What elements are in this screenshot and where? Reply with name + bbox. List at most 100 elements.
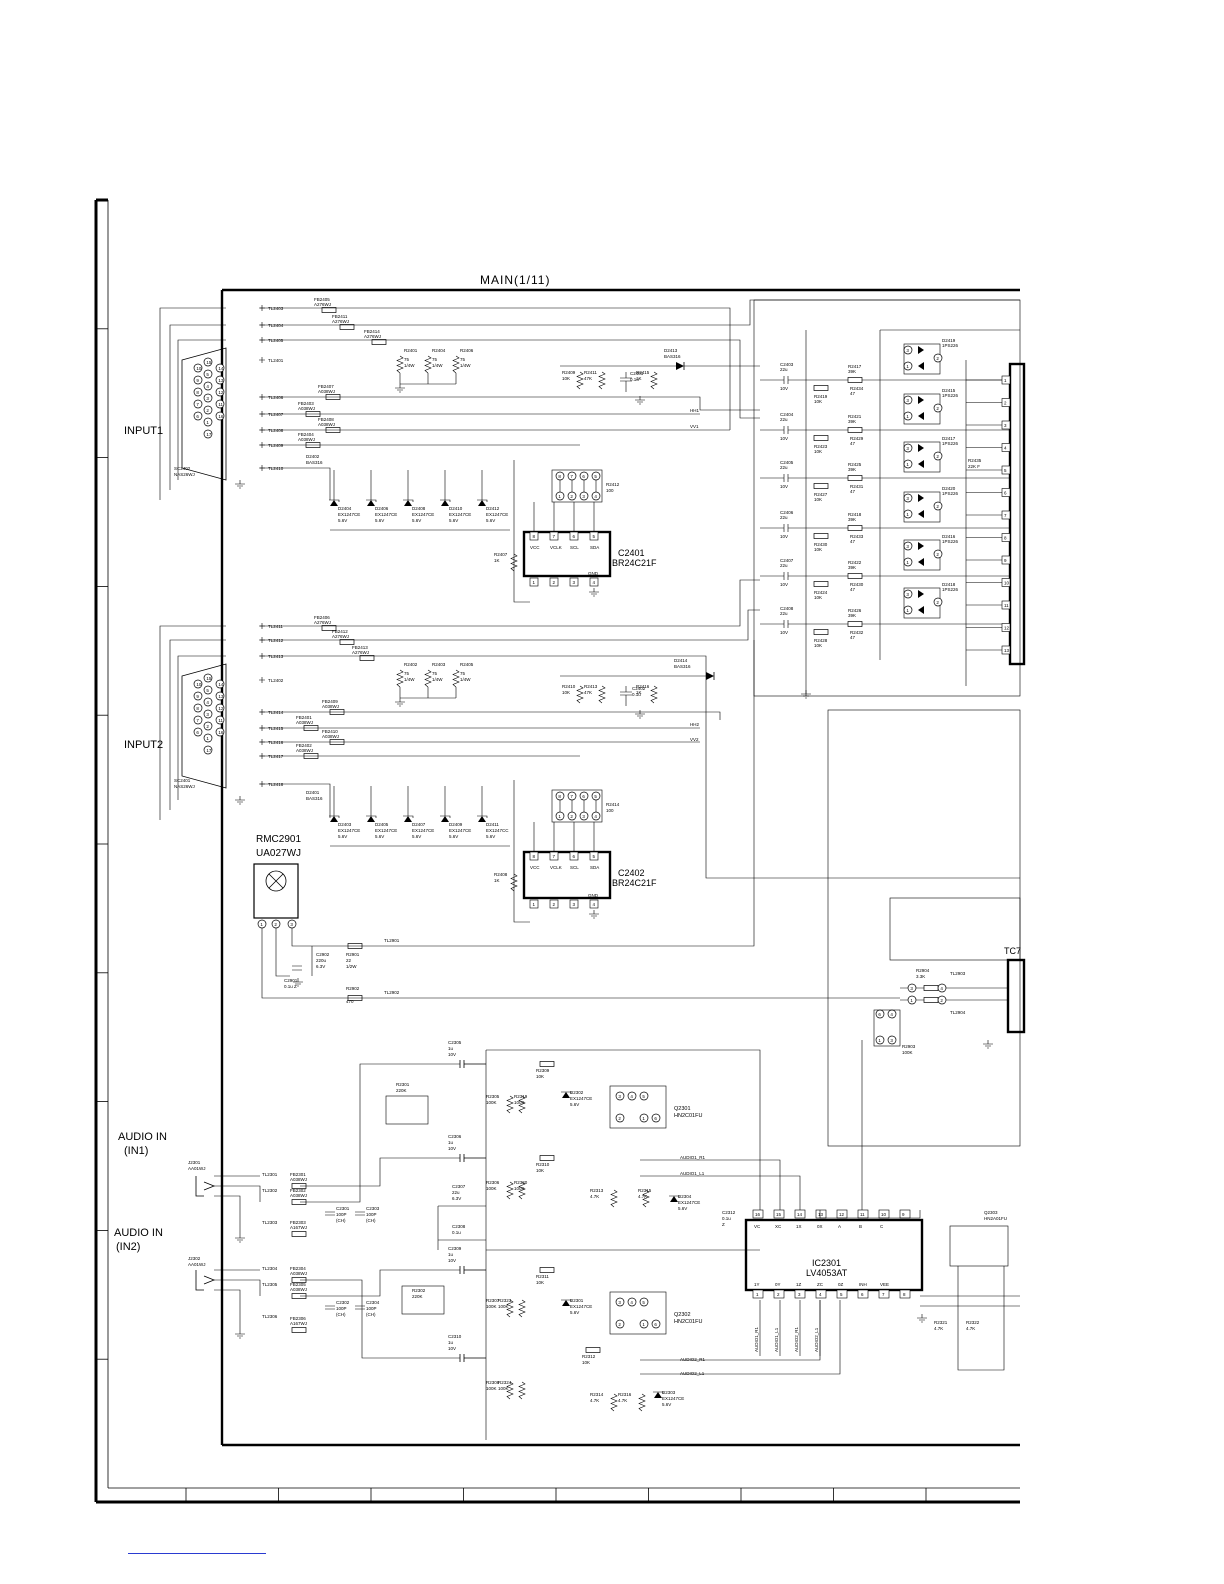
cap-val: 22u bbox=[780, 563, 788, 568]
resistor-val: 47 bbox=[850, 587, 856, 592]
resistor-val: 10K bbox=[814, 547, 822, 552]
diode-ref: D2415 bbox=[942, 388, 956, 393]
eeprom-pin-num: 8 bbox=[533, 534, 536, 539]
resistor-val: 39K bbox=[848, 565, 856, 570]
bias-resistor bbox=[642, 1189, 650, 1208]
dsub-pin bbox=[203, 673, 213, 683]
test-point-label: TL2417 bbox=[268, 754, 284, 759]
eeprom-pin-bottom bbox=[529, 577, 539, 587]
resistor-ref: R2419 bbox=[814, 394, 828, 399]
tl2901: TL2901 bbox=[384, 938, 400, 943]
coupling-capacitor bbox=[459, 1060, 486, 1068]
ic-pin-num: 14 bbox=[797, 1212, 803, 1217]
diode-pin bbox=[903, 395, 913, 405]
dsub-pin bbox=[203, 381, 213, 391]
zener-voltage: 5.6V bbox=[375, 518, 384, 523]
connector-pin-num: 10 bbox=[1004, 581, 1010, 586]
resistor-val: 1K bbox=[494, 558, 500, 563]
cap-val: 22u bbox=[780, 367, 788, 372]
ferrite-ref: FB2412 bbox=[332, 629, 348, 634]
zener-part: EX1247CE bbox=[412, 512, 434, 517]
dsub-pin-num: 11 bbox=[218, 402, 223, 407]
resistor-val: 47K bbox=[584, 690, 592, 695]
ferrite-part: A038WJ bbox=[290, 1177, 307, 1182]
resistor-val: 4.7K bbox=[590, 1194, 599, 1199]
cap-ref: C2302 bbox=[336, 1300, 350, 1305]
input2-label: INPUT2 bbox=[124, 739, 163, 751]
resistor bbox=[847, 427, 863, 433]
tc-pin-num: 4 bbox=[890, 1012, 893, 1017]
sc2402-part: NAS26WJ bbox=[174, 472, 195, 477]
diode-pin bbox=[903, 589, 913, 599]
ground-symbol bbox=[235, 1330, 245, 1339]
dsub-pin bbox=[215, 715, 225, 725]
resistor-ref: R2405 bbox=[460, 662, 474, 667]
eeprom-gnd-label: GND bbox=[588, 893, 599, 898]
diode-symbol bbox=[918, 460, 924, 468]
cap-voltage: 10V bbox=[780, 484, 788, 489]
dsub-pin-num: 1 bbox=[206, 420, 209, 425]
diode-pin-num: 2 bbox=[936, 356, 939, 361]
eeprom-pin-bottom bbox=[529, 899, 539, 909]
r2903-ref: R2903 bbox=[902, 1044, 916, 1049]
resistor-ref: R2409 bbox=[562, 370, 576, 375]
diode-symbol bbox=[918, 590, 924, 598]
resistor-val: 10K bbox=[562, 376, 570, 381]
test-point-label: TL2414 bbox=[268, 710, 284, 715]
cap-voltage: 10V bbox=[448, 1146, 456, 1151]
eeprom-pin-num: 8 bbox=[533, 854, 536, 859]
resistor-val: 75 bbox=[432, 357, 438, 362]
audio-in1-label: AUDIO IN bbox=[118, 1131, 167, 1143]
diode-pin bbox=[903, 557, 913, 567]
ground-symbol bbox=[293, 978, 303, 987]
resistor-ref: R2307 bbox=[486, 1298, 500, 1303]
transistor-pin-num: 6 bbox=[654, 1322, 657, 1327]
cap-ref: C2406 bbox=[780, 510, 794, 515]
ferrite-ref: FB2414 bbox=[364, 329, 380, 334]
ferrite-part: A276WJ bbox=[352, 650, 369, 655]
diode-pin bbox=[933, 501, 943, 511]
zener-diode-bar bbox=[561, 1299, 572, 1302]
r2322-val: 4.7K bbox=[966, 1326, 975, 1331]
c2902-ref: C2902 bbox=[316, 952, 330, 957]
audio-net-label: AUDIO1_R1 bbox=[680, 1155, 706, 1160]
test-point-marker bbox=[259, 357, 265, 363]
transistor-ref: Q2301 bbox=[674, 1106, 691, 1112]
dsub-pin-num: 12 bbox=[218, 706, 224, 711]
resistor-val: 10K bbox=[814, 643, 822, 648]
eeprom-pin-name: VCLK bbox=[550, 545, 562, 550]
ferrite-ref: FB2409 bbox=[322, 699, 338, 704]
resistor-ref: R2430 bbox=[814, 542, 828, 547]
ic-pin-name: B bbox=[859, 1224, 862, 1229]
ic-pin-num: 16 bbox=[755, 1212, 761, 1217]
transistor-pair-box bbox=[609, 1085, 667, 1129]
audio-net-label: AUDIO1_L1 bbox=[680, 1171, 705, 1176]
audio-test-point: TL2301 bbox=[262, 1172, 278, 1177]
ic-pin-num: 2 bbox=[777, 1292, 780, 1297]
eeprom-pin-name: VCLK bbox=[550, 865, 562, 870]
dsub-pin-num: 2 bbox=[206, 408, 209, 413]
ferrite-part: A038WJ bbox=[318, 389, 335, 394]
ic-pin-bottom bbox=[752, 1289, 764, 1299]
cap-ref: C2304 bbox=[366, 1300, 380, 1305]
ground-symbol bbox=[801, 690, 811, 699]
cap-voltage: 10V bbox=[780, 582, 788, 587]
zener-diode-bar bbox=[366, 815, 377, 818]
diode-part: 1PS226 bbox=[942, 539, 959, 544]
c2401-eeprom bbox=[522, 530, 612, 578]
zener-diode bbox=[330, 500, 338, 506]
capacitor bbox=[292, 965, 302, 971]
zener-part: EX1247CE bbox=[486, 512, 508, 517]
dsub-pin bbox=[215, 679, 225, 689]
transistor-pin-num: 4 bbox=[630, 1094, 633, 1099]
zener-diode-bar bbox=[561, 1091, 572, 1094]
d2413-ref: D2413 bbox=[664, 348, 678, 353]
resistor-val: 10K bbox=[562, 690, 570, 695]
c2312-val: 0.1u bbox=[722, 1216, 731, 1221]
cap-ref: C2407 bbox=[780, 558, 794, 563]
hh2-net: HH2 bbox=[690, 722, 699, 727]
transistor-pin-num: 2 bbox=[618, 1322, 621, 1327]
cap-voltage: 10V bbox=[780, 436, 788, 441]
dsub-pin-num: 11 bbox=[218, 718, 223, 723]
resistor-val: 39K bbox=[848, 419, 856, 424]
